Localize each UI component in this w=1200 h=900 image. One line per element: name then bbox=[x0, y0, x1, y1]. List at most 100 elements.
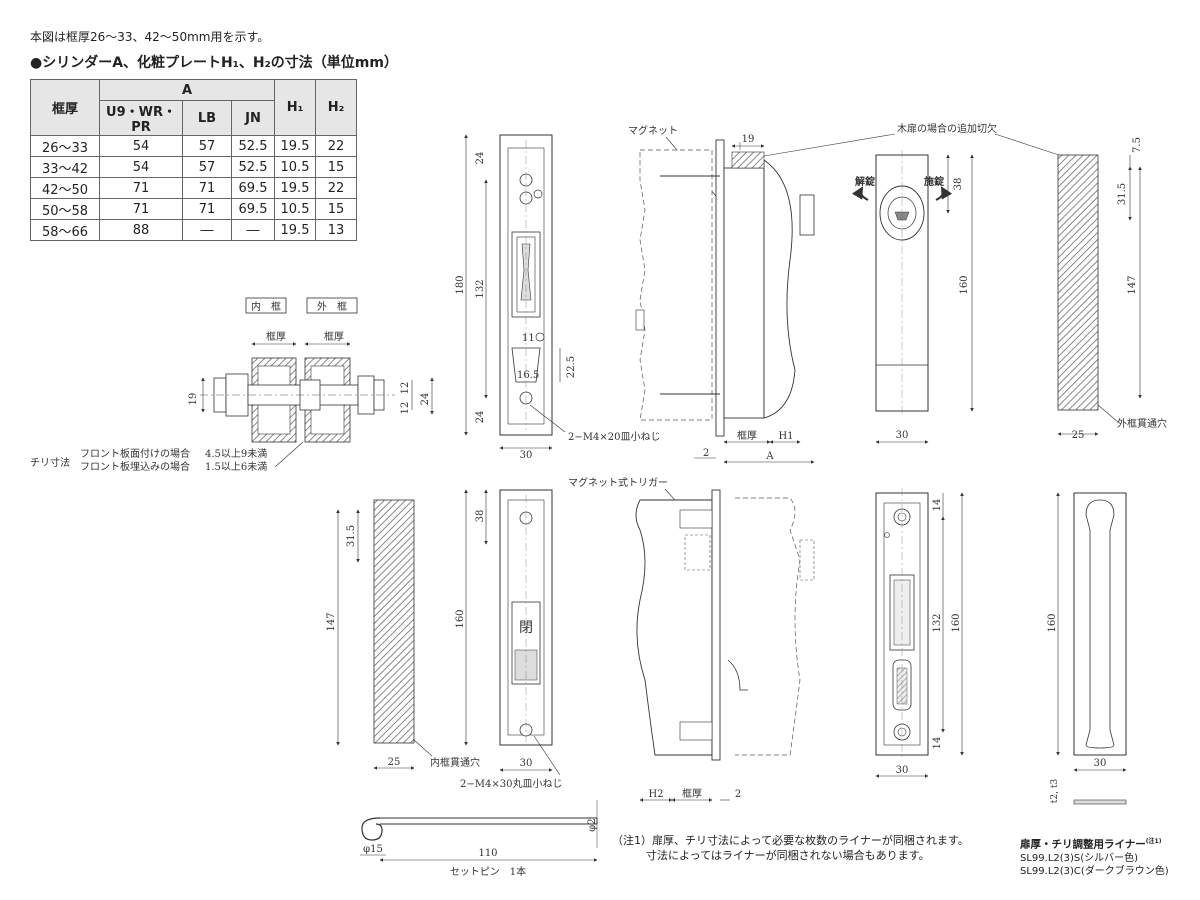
dim-a: A bbox=[765, 451, 774, 462]
dim-132-strike: 132 bbox=[932, 613, 943, 632]
dim-phi15: φ15 bbox=[363, 844, 383, 855]
front-plate-top: 180 132 24 24 11 22.5 16.5 30 2−M4×20皿小ね… bbox=[455, 134, 660, 461]
label-frame-thick-right: 框厚 bbox=[324, 330, 344, 343]
cutout-outer-frame: 7.5 31.5 147 25 外框貫通穴 bbox=[1057, 137, 1167, 441]
dim-frame-bottom: 框厚 bbox=[682, 787, 702, 800]
liner-item-silver: SL99.L2(3)S(シルバー色) bbox=[1020, 852, 1139, 864]
dim-11: 11 bbox=[522, 333, 535, 344]
footnote: （注1）扉厚、チリ寸法によって必要な枚数のライナーが同梱されます。 寸法によって… bbox=[612, 833, 969, 863]
liner-note-mark: (注1) bbox=[1145, 838, 1162, 845]
dim-38-esc: 38 bbox=[953, 178, 964, 191]
dim-h2: H2 bbox=[648, 789, 663, 800]
dim-12a: 12 bbox=[400, 382, 411, 395]
label-inner-frame: 内 框 bbox=[251, 300, 281, 313]
dim-14-top: 14 bbox=[932, 499, 943, 512]
dim-31-5-top: 31.5 bbox=[1117, 183, 1128, 205]
lock-arrow-icon bbox=[935, 186, 953, 201]
section-title: ●シリンダーA、化粧プレートH₁、H₂の寸法（単位mm） bbox=[30, 55, 398, 71]
dim-30-liner: 30 bbox=[1094, 758, 1107, 769]
screw-label-bottom: 2−M4×30丸皿小ねじ bbox=[460, 777, 562, 790]
dim-180: 180 bbox=[455, 275, 466, 294]
th-h1: H₁ bbox=[274, 79, 316, 136]
table-cell: 33〜42 bbox=[30, 156, 100, 178]
dim-2-bottom: 2 bbox=[735, 789, 741, 800]
dim-30: 30 bbox=[520, 450, 533, 461]
dim-14-bottom: 14 bbox=[932, 737, 943, 750]
dim-25-bottom: 25 bbox=[388, 757, 401, 768]
dim-19: 19 bbox=[188, 393, 199, 406]
table-cell: 13 bbox=[315, 219, 357, 241]
table-cell: 19.5 bbox=[274, 177, 316, 199]
footnote-line-2: 寸法によってはライナーが同梱されない場合もあります。 bbox=[646, 849, 930, 862]
table-cell: 52.5 bbox=[231, 135, 275, 157]
table-cell: 10.5 bbox=[274, 156, 316, 178]
dim-7-5: 7.5 bbox=[1132, 137, 1143, 153]
dim-147-top: 147 bbox=[1127, 275, 1138, 294]
table-cell: 69.5 bbox=[231, 198, 275, 220]
label-lock: 施錠 bbox=[924, 175, 944, 188]
dim-h1: H1 bbox=[778, 431, 793, 442]
label-unlock: 解錠 bbox=[855, 175, 875, 188]
dim-110: 110 bbox=[478, 848, 497, 859]
dim-12b: 12 bbox=[400, 402, 411, 415]
side-view-top: マグネット 19 木扉の場合の追加切欠 2 框厚 H1 A bbox=[628, 122, 1063, 464]
screw-label-top: 2−M4×20皿小ねじ bbox=[568, 431, 660, 443]
dim-thickness: t2, t3 bbox=[1050, 779, 1060, 804]
liner-item-brown: SL99.L2(3)C(ダークブラウン色) bbox=[1020, 865, 1169, 877]
dim-147-bottom: 147 bbox=[326, 612, 337, 631]
cutout-inner-frame: 31.5 147 25 内框貫通穴 bbox=[326, 499, 480, 770]
dim-30-esc: 30 bbox=[896, 430, 909, 441]
label-outer-frame: 外 框 bbox=[317, 300, 347, 313]
table-cell: 19.5 bbox=[274, 219, 316, 241]
th-a: A bbox=[99, 79, 275, 101]
footnote-line-1: （注1）扉厚、チリ寸法によって必要な枚数のライナーが同梱されます。 bbox=[612, 834, 969, 847]
dim-30-front: 30 bbox=[520, 758, 533, 769]
table-cell: 15 bbox=[315, 156, 357, 178]
set-pin: φ2 φ15 110 セットピン 1本 bbox=[360, 800, 598, 878]
label-chiri: チリ寸法 bbox=[30, 456, 70, 469]
value-case-embedded: 1.5以上6未満 bbox=[205, 461, 267, 473]
label-magnet-trigger: マグネット式トリガー bbox=[568, 476, 668, 489]
dim-16-5: 16.5 bbox=[517, 370, 539, 381]
label-case-embedded: フロント板埋込みの場合 bbox=[80, 460, 190, 473]
cylinder-section: 内 框 外 框 框厚 框厚 19 12 12 24 チリ寸法 フロント板面付けの… bbox=[30, 297, 434, 473]
dim-frame-top: 框厚 bbox=[737, 429, 757, 442]
label-frame-thick-left: 框厚 bbox=[266, 330, 286, 343]
th-a-jn: JN bbox=[231, 100, 275, 136]
dim-2-top: 2 bbox=[703, 448, 709, 459]
table-cell: 88 bbox=[99, 219, 183, 241]
dim-132: 132 bbox=[475, 279, 486, 298]
table-cell: 71 bbox=[182, 177, 232, 199]
header-note: 本図は框厚26〜33、42〜50mm用を示す。 bbox=[30, 30, 270, 44]
th-frame: 框厚 bbox=[30, 79, 100, 136]
dim-160-esc: 160 bbox=[959, 275, 970, 294]
dim-160-front: 160 bbox=[455, 609, 466, 628]
liner-part: 160 30 t2, t3 bbox=[1047, 492, 1127, 805]
dim-24: 24 bbox=[420, 393, 431, 406]
strike-plate: 14 132 160 14 30 bbox=[875, 488, 964, 778]
table-cell: 54 bbox=[99, 135, 183, 157]
label-set-pin: セットピン 1本 bbox=[450, 865, 526, 878]
label-wood-cutout: 木扉の場合の追加切欠 bbox=[897, 122, 997, 135]
escutcheon-view: 解錠 施錠 38 160 30 bbox=[851, 150, 974, 444]
table-cell: 52.5 bbox=[231, 156, 275, 178]
liner-caption: 扉厚・チリ調整用ライナー(注1) SL99.L2(3)S(シルバー色) SL99… bbox=[1020, 835, 1169, 878]
table-cell: 10.5 bbox=[274, 198, 316, 220]
dim-160-liner: 160 bbox=[1047, 613, 1058, 632]
dim-24-bottom: 24 bbox=[475, 411, 486, 424]
unlock-arrow-icon bbox=[851, 186, 869, 201]
table-cell: 58〜66 bbox=[30, 219, 100, 241]
dim-30-strike: 30 bbox=[896, 765, 909, 776]
table-cell: 57 bbox=[182, 135, 232, 157]
dim-phi2: φ2 bbox=[587, 818, 598, 831]
dim-24-top: 24 bbox=[475, 152, 486, 165]
value-case-surface: 4.5以上9未満 bbox=[205, 448, 267, 460]
dim-25-top: 25 bbox=[1072, 430, 1085, 441]
label-case-surface: フロント板面付けの場合 bbox=[80, 447, 190, 460]
label-outer-hole: 外框貫通穴 bbox=[1117, 417, 1167, 430]
